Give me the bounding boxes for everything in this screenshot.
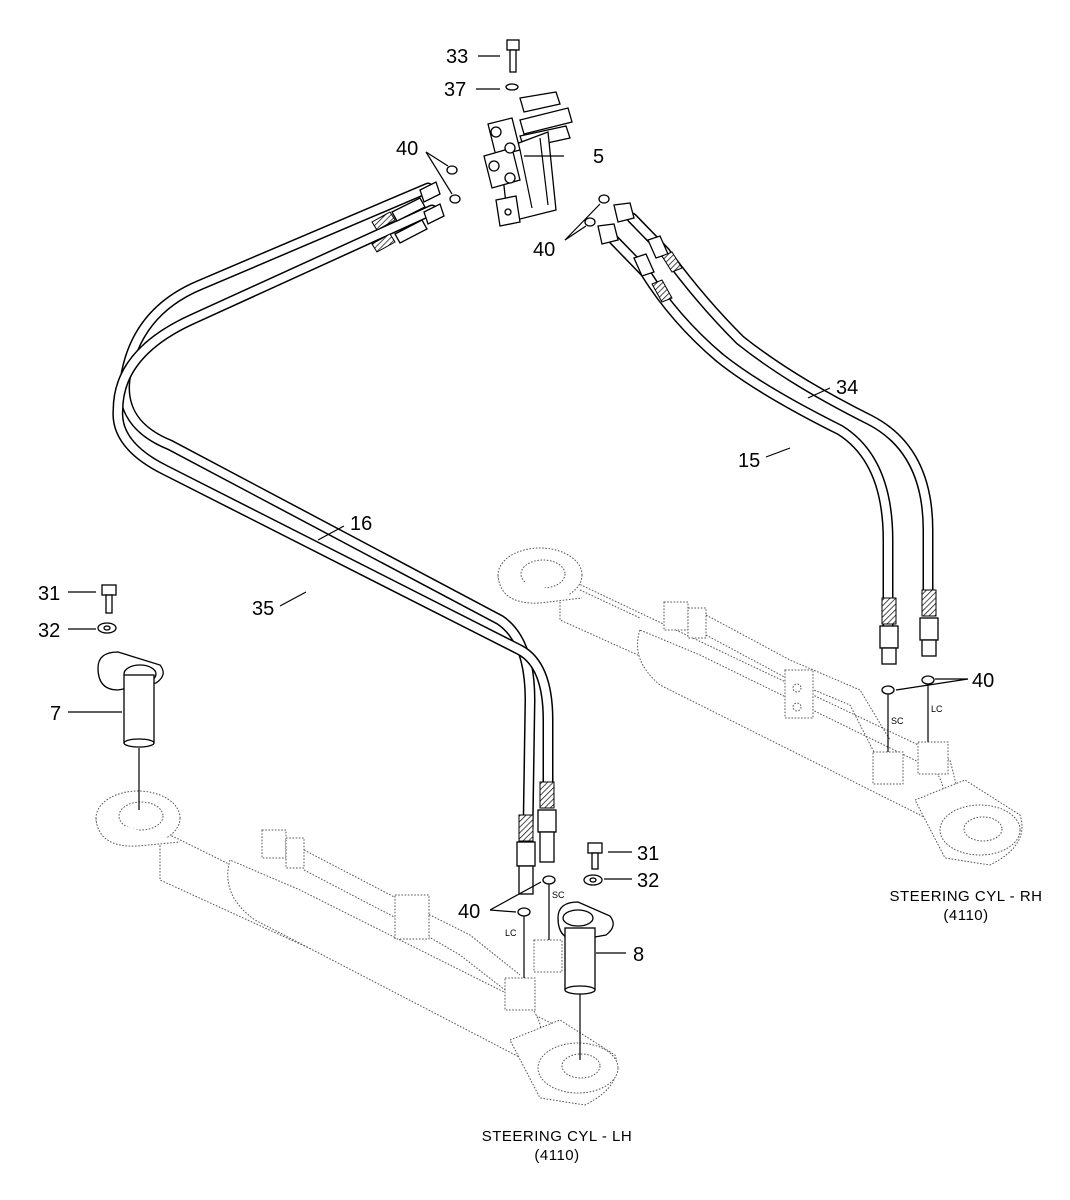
hose-16 bbox=[119, 182, 536, 836]
callout-31-left: 31 bbox=[38, 583, 60, 605]
hose-35 bbox=[112, 204, 554, 806]
caption-lh-title: STEERING CYL - LH bbox=[482, 1128, 632, 1145]
caption-lh-code: (4110) bbox=[534, 1147, 579, 1164]
callout-33: 33 bbox=[446, 46, 468, 68]
hose-15 bbox=[606, 232, 894, 631]
port-lc-rh: LC bbox=[931, 704, 943, 714]
callout-40-mid: 40 bbox=[533, 239, 555, 261]
port-labels: SC LC SC LC bbox=[505, 704, 943, 938]
leader-lines bbox=[68, 55, 969, 954]
pin-assembly-8 bbox=[557, 842, 614, 1060]
valve-block-5 bbox=[483, 91, 573, 227]
callout-34: 34 bbox=[836, 377, 858, 399]
callout-31-right: 31 bbox=[637, 843, 659, 865]
callout-40-bottom: 40 bbox=[458, 901, 480, 923]
steering-cylinder-rh bbox=[497, 547, 1023, 866]
callout-16: 16 bbox=[350, 513, 372, 535]
callout-37: 37 bbox=[444, 79, 466, 101]
o-rings-40-rh bbox=[881, 675, 935, 752]
steering-cylinder-lh bbox=[95, 790, 619, 1106]
callout-7: 7 bbox=[50, 703, 61, 725]
hose-fittings-upper-right bbox=[597, 202, 683, 303]
port-sc-rh: SC bbox=[891, 716, 904, 726]
hose-fittings-lh-lower bbox=[516, 781, 557, 895]
callout-labels: 33 37 40 5 40 34 15 16 35 31 32 7 40 31 … bbox=[38, 46, 994, 966]
callout-8: 8 bbox=[633, 944, 644, 966]
port-lc-lh: LC bbox=[505, 928, 517, 938]
o-rings-40-valve bbox=[446, 165, 610, 227]
callout-35: 35 bbox=[252, 598, 274, 620]
callout-32-right: 32 bbox=[637, 870, 659, 892]
washer-37 bbox=[505, 83, 519, 91]
callout-32-left: 32 bbox=[38, 620, 60, 642]
o-rings-40-lh bbox=[517, 875, 556, 978]
captions: STEERING CYL - RH (4110) STEERING CYL - … bbox=[482, 888, 1043, 1164]
callout-40-right: 40 bbox=[972, 670, 994, 692]
port-sc-lh: SC bbox=[552, 890, 565, 900]
callout-5: 5 bbox=[593, 146, 604, 168]
pin-assembly-7 bbox=[97, 584, 164, 810]
bolt-33 bbox=[506, 39, 520, 73]
callout-40-top: 40 bbox=[396, 138, 418, 160]
hose-fittings-upper-left bbox=[371, 181, 445, 253]
callout-15: 15 bbox=[738, 450, 760, 472]
caption-rh-title: STEERING CYL - RH bbox=[890, 888, 1043, 905]
hose-fittings-rh-lower bbox=[879, 589, 939, 665]
caption-rh-code: (4110) bbox=[943, 907, 988, 924]
hose-34 bbox=[626, 212, 934, 616]
